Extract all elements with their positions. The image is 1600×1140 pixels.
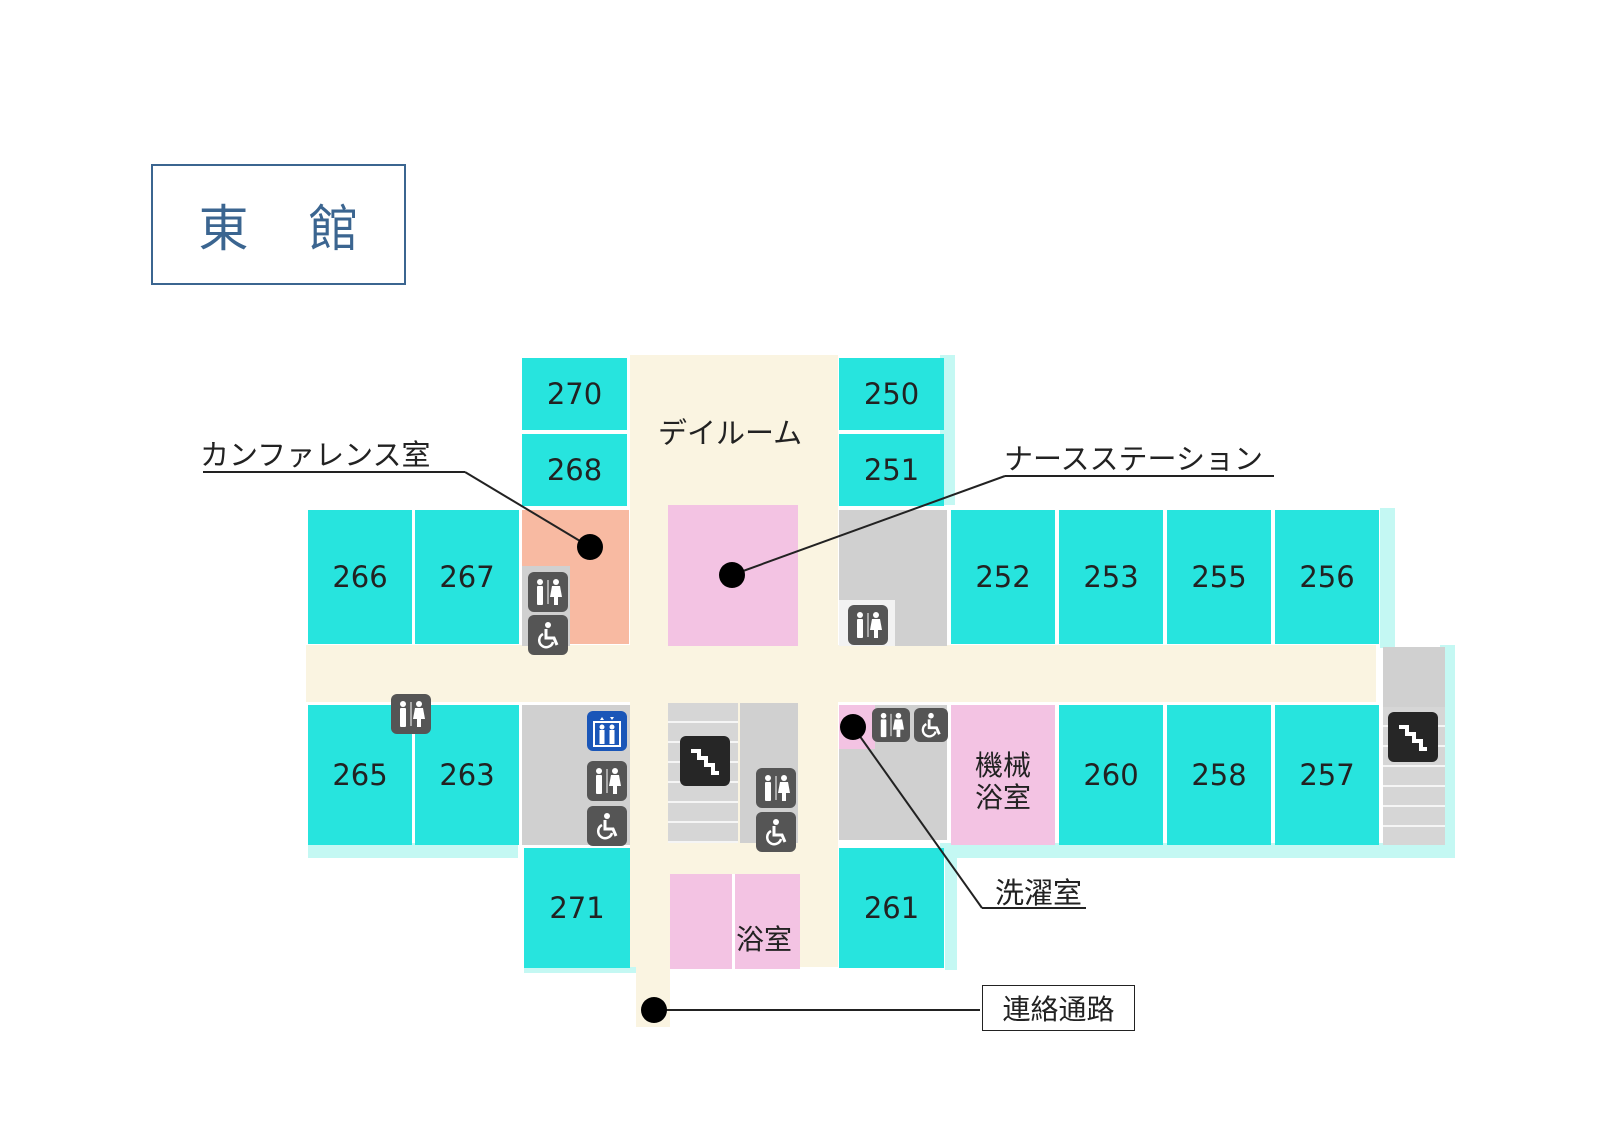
wheelchair-icon — [587, 806, 627, 846]
bath-room[interactable] — [670, 874, 800, 969]
wall-shadow — [940, 843, 1455, 858]
stairwell-landing — [1383, 647, 1445, 707]
room-270[interactable]: 270 — [522, 358, 627, 430]
wheelchair-icon — [914, 708, 948, 742]
room-267[interactable]: 267 — [415, 510, 519, 644]
room-268[interactable]: 268 — [522, 434, 627, 506]
room-266[interactable]: 266 — [308, 510, 412, 644]
stairs-icon — [1388, 712, 1438, 762]
connecting-corridor-label-box: 連絡通路 — [982, 985, 1135, 1031]
restroom-icon — [756, 768, 796, 808]
room-252[interactable]: 252 — [951, 510, 1055, 644]
building-title: 東 館 — [151, 164, 406, 285]
laundry-room-label: 洗濯室 — [995, 876, 1083, 910]
machine-bath-label: 機械 浴室 — [974, 749, 1031, 814]
room-258[interactable]: 258 — [1167, 705, 1271, 845]
restroom-icon — [587, 761, 627, 801]
room-253[interactable]: 253 — [1059, 510, 1163, 644]
room-260[interactable]: 260 — [1059, 705, 1163, 845]
room-251[interactable]: 251 — [839, 434, 944, 506]
connecting-corridor-marker — [641, 997, 667, 1023]
machine-bath[interactable] — [951, 705, 1055, 845]
restroom-icon — [872, 708, 910, 742]
room-250[interactable]: 250 — [839, 358, 944, 430]
nurse-station-marker — [719, 562, 745, 588]
laundry-marker — [840, 714, 866, 740]
room-255[interactable]: 255 — [1167, 510, 1271, 644]
bath-label: 浴室 — [736, 923, 793, 956]
wheelchair-icon — [756, 812, 796, 852]
dayroom-label: デイルーム — [658, 416, 803, 450]
nurse-station-label: ナースステーション — [1004, 442, 1263, 476]
room-271[interactable]: 271 — [524, 848, 630, 968]
corridor-vertical — [630, 355, 838, 967]
conference-marker — [577, 534, 603, 560]
wheelchair-icon — [528, 615, 568, 655]
elevator-icon — [587, 711, 627, 751]
conference-room-label: カンファレンス室 — [200, 438, 431, 472]
stairs-icon — [680, 736, 730, 786]
wall-shadow — [308, 843, 518, 858]
restroom-icon — [528, 572, 568, 612]
restroom-icon — [848, 605, 888, 645]
wall-shadow — [1380, 508, 1395, 648]
room-257[interactable]: 257 — [1275, 705, 1379, 845]
room-263[interactable]: 263 — [415, 705, 519, 845]
wall-shadow — [945, 850, 957, 970]
room-256[interactable]: 256 — [1275, 510, 1379, 644]
room-261[interactable]: 261 — [839, 848, 944, 968]
restroom-icon — [391, 694, 431, 734]
corridor-horizontal — [306, 645, 1376, 702]
